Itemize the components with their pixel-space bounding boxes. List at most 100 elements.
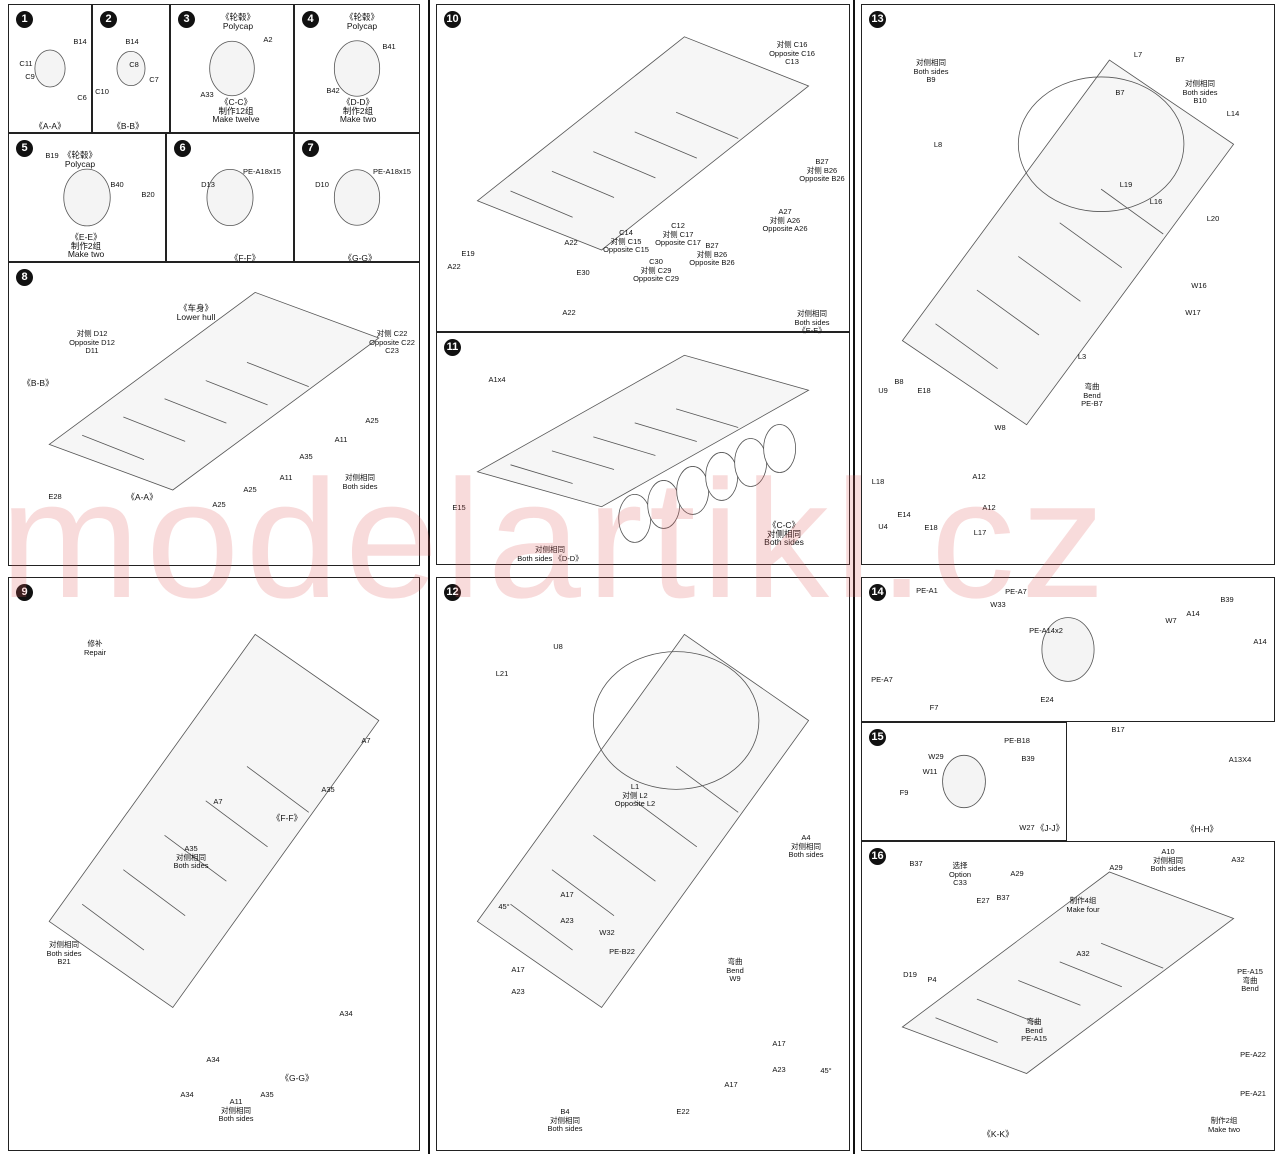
part-label: 选择 Option C33: [948, 861, 972, 887]
part-label: C7: [149, 75, 159, 84]
part-label: U4: [878, 522, 888, 531]
hull-detail-line: [1059, 961, 1122, 988]
part-drawing: [34, 49, 66, 88]
part-label: A1x4: [488, 375, 506, 384]
part-label: 对侧 C16 Opposite C16 C13: [769, 40, 815, 66]
part-label: B8: [894, 377, 904, 386]
part-label: E18: [924, 523, 938, 532]
hull-detail-line: [164, 398, 227, 424]
hull-detail-line: [246, 766, 309, 813]
hull-part: [901, 59, 1235, 426]
hull-detail-line: [1100, 188, 1164, 235]
hull-detail-line: [593, 834, 656, 882]
part-label: B42: [326, 86, 340, 95]
part-label: A32: [1231, 855, 1245, 864]
hull-detail-line: [676, 408, 739, 428]
part-label: 对侧相同 Both sides B21: [46, 940, 82, 966]
road-wheel: [763, 424, 797, 473]
step-number: 11: [444, 339, 461, 356]
step-number: 14: [869, 584, 886, 601]
part-label: 《J-J》: [1035, 823, 1065, 833]
road-wheel: [705, 452, 739, 501]
part-label: A17: [772, 1039, 786, 1048]
hull-part: [476, 354, 810, 508]
part-label: 《D-D》 制作2组 Make two: [339, 97, 377, 124]
part-label: A17: [724, 1080, 738, 1089]
part-label: B20: [141, 190, 155, 199]
part-label: L17: [973, 528, 987, 537]
hull-detail-line: [551, 450, 615, 470]
part-drawing: [1041, 617, 1095, 682]
part-label: A14: [1253, 637, 1267, 646]
part-label: 弯曲 Bend W9: [726, 957, 744, 983]
part-drawing: [63, 168, 111, 227]
step-number: 13: [869, 11, 886, 28]
part-label: 修补 Repair: [83, 639, 107, 657]
part-label: A34: [180, 1090, 194, 1099]
part-label: D13: [201, 180, 215, 189]
hull-part: [476, 36, 810, 251]
road-wheel: [618, 494, 652, 543]
part-drawing: [206, 168, 254, 227]
part-label: A27 对侧 A26 Opposite A26: [762, 207, 808, 233]
part-label: B14: [125, 37, 139, 46]
part-label: 《E-E》 制作2组 Make two: [67, 232, 105, 259]
part-label: B39: [1021, 754, 1035, 763]
hull-detail-line: [935, 1017, 998, 1043]
part-label: W8: [994, 423, 1006, 432]
step-number: 12: [444, 584, 461, 601]
part-label: 45°: [820, 1066, 832, 1075]
hull-detail-line: [1018, 980, 1081, 1006]
part-label: A35: [260, 1090, 274, 1099]
step-number: 4: [302, 11, 319, 28]
part-label: 《K-K》: [982, 1129, 1014, 1139]
part-label: 《轮毂》 Polycap: [62, 150, 98, 169]
hull-detail-line: [1018, 256, 1081, 302]
part-label: A11 对侧相同 Both sides: [218, 1097, 254, 1123]
step-number: 7: [302, 140, 319, 157]
part-label: A25: [365, 416, 379, 425]
part-label: 《轮毂》 Polycap: [344, 12, 380, 31]
hull-detail-line: [675, 111, 739, 139]
part-label: 制作4组 Make four: [1066, 896, 1100, 914]
part-label: B17: [1111, 725, 1125, 734]
part-label: 《B-B》: [22, 378, 54, 388]
part-label: B40: [110, 180, 124, 189]
part-label: B41: [382, 42, 396, 51]
hull-detail-line: [675, 766, 739, 813]
hull-detail-line: [634, 422, 697, 442]
part-label: A17: [560, 890, 574, 899]
part-label: 弯曲 Bend PE-B7: [1081, 382, 1103, 408]
part-drawing: [942, 754, 986, 809]
part-label: A25: [212, 500, 226, 509]
road-wheel: [734, 438, 768, 487]
part-label: E22: [676, 1107, 690, 1116]
hull-detail-line: [123, 416, 186, 442]
hull-detail-line: [82, 434, 145, 460]
part-label: B27 对侧 B26 Opposite B26: [799, 157, 845, 183]
part-label: A29: [1010, 869, 1024, 878]
part-label: B19: [45, 151, 59, 160]
part-label: A23: [772, 1065, 786, 1074]
part-label: A4 对侧相同 Both sides: [788, 833, 824, 859]
hull-detail-line: [634, 800, 698, 848]
part-label: A7: [361, 736, 371, 745]
part-label: 《C-C》 对侧相同 Both sides: [764, 520, 804, 547]
part-label: A34: [206, 1055, 220, 1064]
part-label: B4 对侧相同 Both sides: [547, 1107, 583, 1133]
part-label: A22: [447, 262, 461, 271]
step-number: 6: [174, 140, 191, 157]
part-label: PE-A15 弯曲 Bend: [1237, 967, 1263, 993]
hull-detail-line: [634, 131, 697, 159]
part-label: A23: [560, 916, 574, 925]
hull-detail-line: [510, 190, 573, 218]
part-label: A7: [213, 797, 223, 806]
part-label: 对侧 C22 Opposite C22 C23: [369, 329, 415, 355]
part-label: 《车身》 Lower hull: [176, 303, 216, 322]
part-label: E28: [48, 492, 62, 501]
hull-part: [901, 871, 1235, 1074]
part-label: 《H-H》: [1185, 824, 1219, 834]
part-label: W29: [928, 752, 944, 761]
part-label: PE-B18: [1004, 736, 1030, 745]
